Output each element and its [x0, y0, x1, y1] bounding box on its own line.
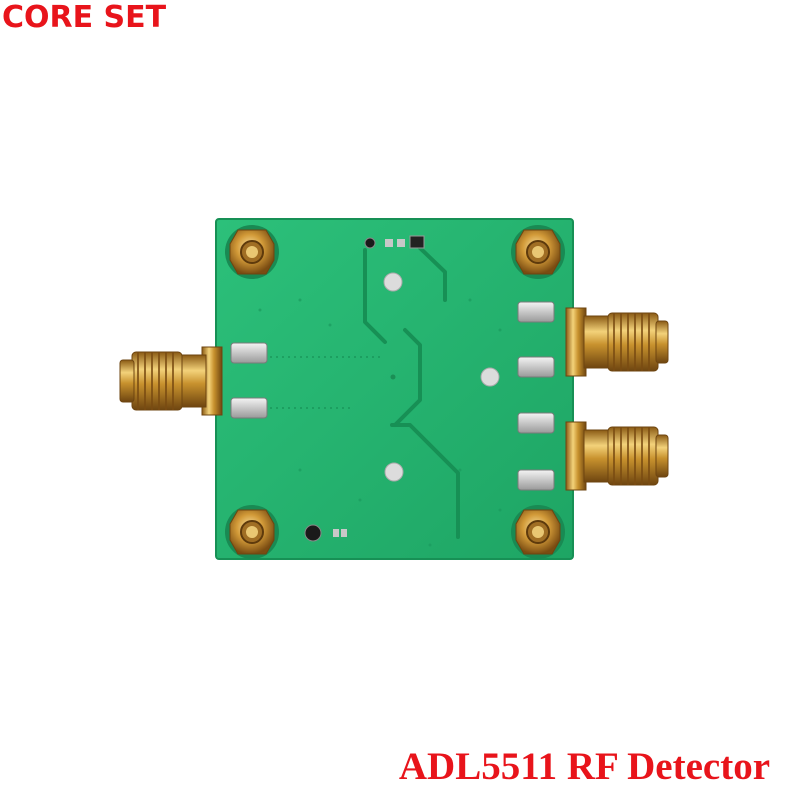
- mounting-nuts: [225, 225, 565, 559]
- sma-connector-left: [119, 346, 223, 416]
- brand-logo: CORE SET: [2, 0, 167, 35]
- pcb-board: [215, 218, 574, 560]
- sma-connector-right-top: [565, 307, 669, 377]
- product-caption: ADL5511 RF Detector: [398, 745, 770, 788]
- vias: [383, 272, 500, 482]
- sma-connector-right-bottom: [565, 421, 669, 491]
- smd-parts: [304, 235, 425, 542]
